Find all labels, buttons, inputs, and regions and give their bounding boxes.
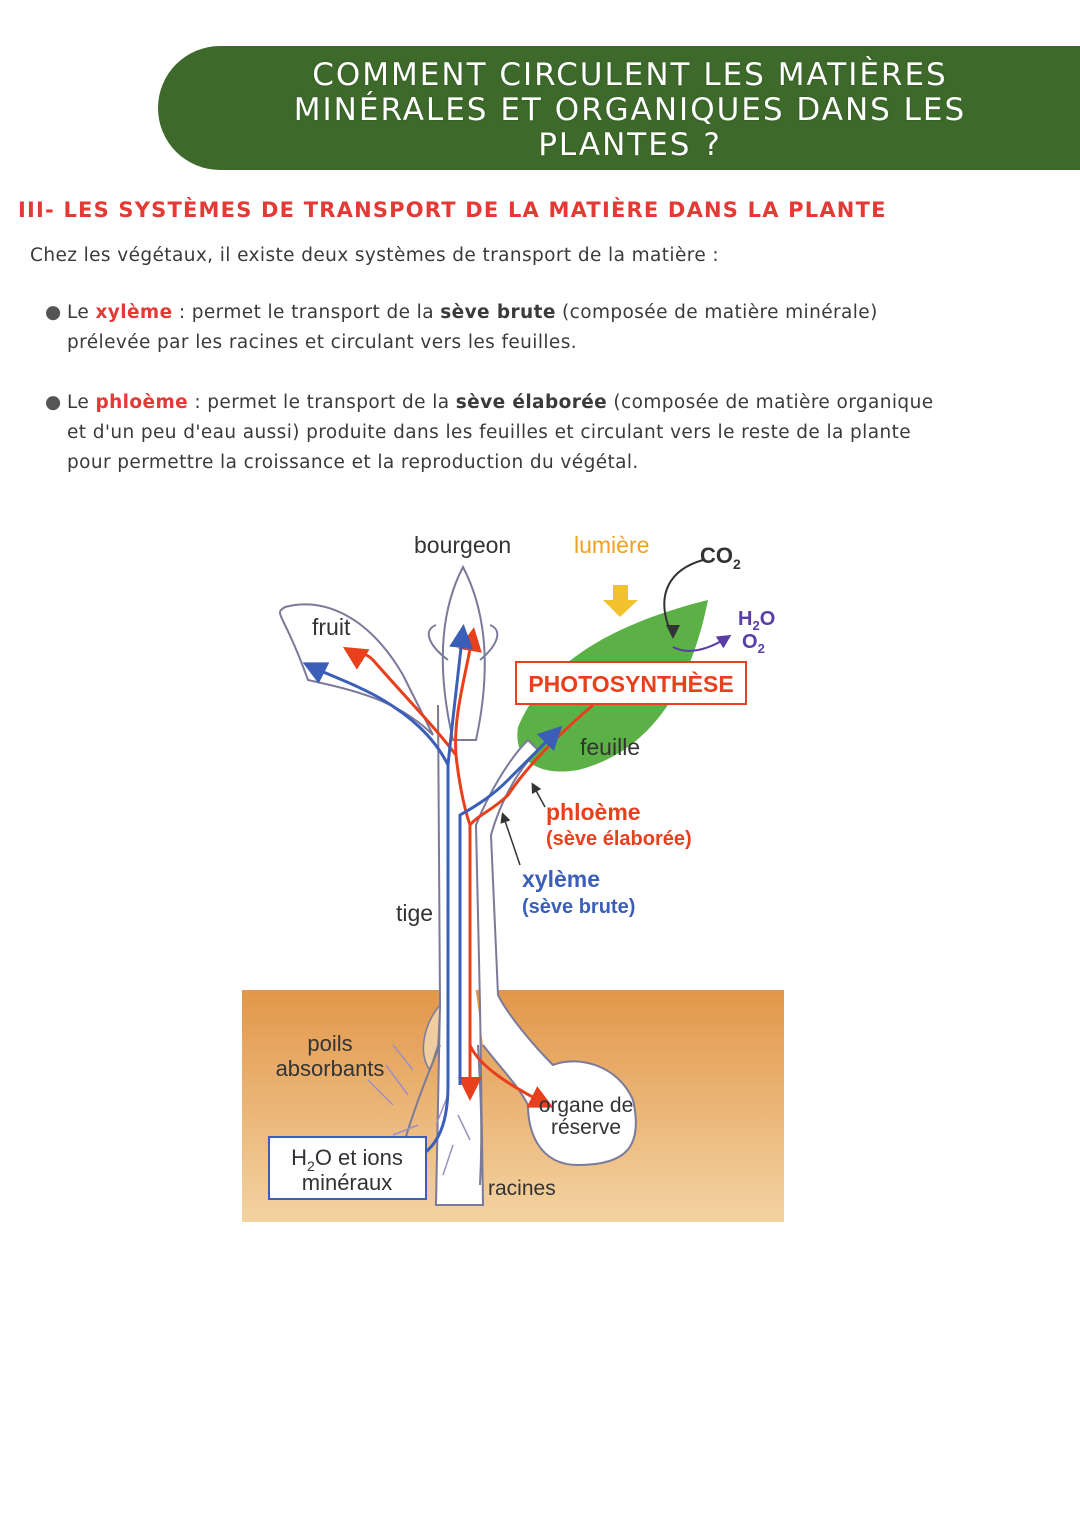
output-arrow: [672, 634, 732, 652]
phloem-path: [454, 627, 482, 826]
plant-diagram-svg: PHOTOSYNTHÈSE bourgeon lumière CO2 H2O O…: [242, 532, 784, 1222]
bullet-text: (composée de matière organique: [607, 392, 934, 413]
water-ions-box: [268, 1136, 427, 1200]
bullet-dot-icon: ●: [45, 302, 62, 323]
label-bourgeon: bourgeon: [414, 532, 511, 558]
bullet-text: pour permettre la croissance et la repro…: [67, 452, 639, 473]
bullet-xylem: ● Le xylème : permet le transport de la …: [45, 298, 878, 358]
bullet-term: xylème: [95, 302, 173, 323]
bullet-phloem: ● Le phloème : permet le transport de la…: [45, 388, 933, 478]
bullet-term: phloème: [95, 392, 189, 413]
bullet-bold: sève brute: [440, 302, 556, 323]
xylem-path: [302, 662, 450, 1167]
bullet-text: Le: [67, 302, 96, 323]
bullet-text: Le: [67, 392, 96, 413]
photosynthese-label: PHOTOSYNTHÈSE: [528, 670, 733, 697]
intro-text: Chez les végétaux, il existe deux systèm…: [30, 245, 720, 266]
title-banner: [158, 46, 1080, 170]
label-o2: O2: [742, 631, 765, 656]
label-xyleme: xylème: [522, 866, 600, 892]
label-absorbants: absorbants: [276, 1056, 385, 1081]
title-line: PLANTES ?: [538, 127, 722, 163]
bullet-text: : permet le transport de la: [188, 392, 456, 413]
label-tige: tige: [396, 900, 433, 926]
co2-arrow: [663, 559, 704, 639]
label-lumiere: lumière: [574, 532, 649, 558]
bullet-text: : permet le transport de la: [172, 302, 441, 323]
label-phloeme: phloème: [546, 799, 641, 825]
page-title: COMMENT CIRCULENT LES MATIÈRES MINÉRALES…: [250, 58, 1010, 163]
bullet-text: et d'un peu d'eau aussi) produite dans l…: [67, 422, 912, 443]
plant-diagram: PHOTOSYNTHÈSE bourgeon lumière CO2 H2O O…: [208, 525, 798, 1239]
bud: [441, 564, 486, 741]
title-line: COMMENT CIRCULENT LES MATIÈRES: [312, 57, 948, 93]
label-seve-brute: (sève brute): [522, 896, 635, 918]
title-line: MINÉRALES ET ORGANIQUES DANS LES: [293, 92, 967, 128]
bullet-dot-icon: ●: [45, 392, 62, 413]
bullet-text: prélevée par les racines et circulant ve…: [67, 332, 578, 353]
label-mineraux: minéraux: [302, 1170, 392, 1195]
label-feuille: feuille: [580, 734, 640, 760]
label-water-ions: H2O et ions: [291, 1145, 403, 1174]
label-organe-1: organe de: [539, 1094, 634, 1117]
light-arrow-icon: [603, 585, 638, 617]
section-heading: III- LES SYSTÈMES DE TRANSPORT DE LA MAT…: [18, 198, 887, 222]
label-h2o: H2O: [738, 608, 775, 633]
stem: [434, 704, 637, 1206]
label-organe-2: réserve: [551, 1116, 621, 1139]
label-poils: poils: [307, 1031, 352, 1056]
label-racines: racines: [488, 1177, 556, 1200]
label-co2: CO2: [700, 543, 741, 572]
xylem-path: [458, 725, 563, 1085]
bullet-bold: sève élaborée: [455, 392, 608, 413]
label-seve-elaboree: (sève élaborée): [546, 828, 692, 850]
xylem-path: [446, 624, 473, 766]
label-fruit: fruit: [312, 614, 351, 640]
phloem-path: [342, 646, 458, 756]
bullet-text: (composée de matière minérale): [555, 302, 878, 323]
fruit: [278, 603, 434, 736]
photosynthese-box: [515, 661, 747, 705]
